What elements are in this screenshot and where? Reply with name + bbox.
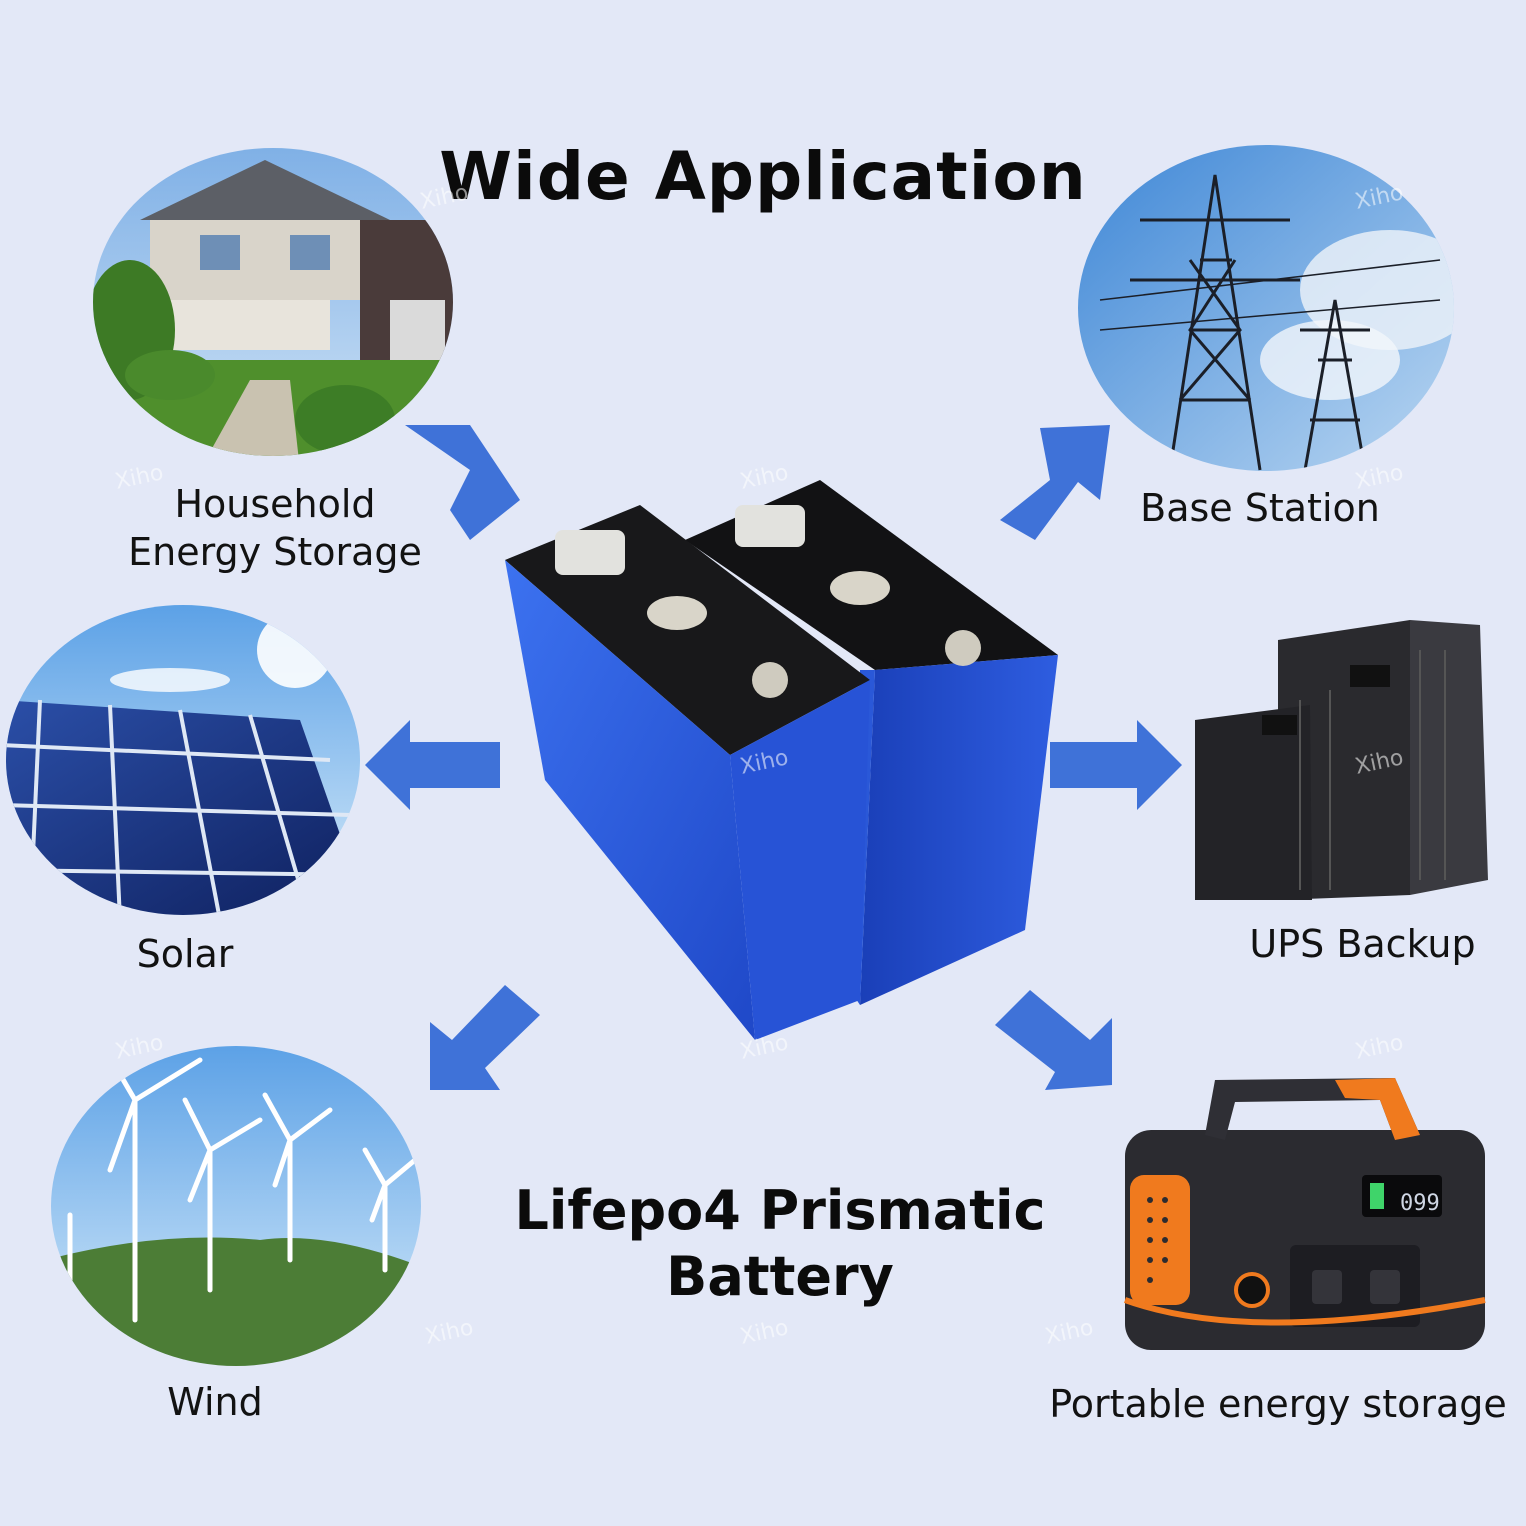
solar-label: Solar [136,932,234,976]
household-label-line2: Energy Storage [128,530,422,574]
svg-text:099: 099 [1400,1191,1440,1216]
portable-energy-storage-label: Portable energy storage [1049,1382,1507,1426]
product-name-line1: Lifepo4 Prismatic [514,1179,1046,1242]
portable-power-station-image: 099 [1123,1078,1486,1350]
household-house-image [93,148,453,456]
lifepo4-battery-image [505,480,1058,1040]
ups-backup-label: UPS Backup [1249,922,1476,966]
arrows [365,425,1182,1090]
product-name-line2: Battery [666,1245,894,1308]
page-title: Wide Application [439,138,1087,215]
ups-cabinet-image [1195,620,1488,900]
base-station-label: Base Station [1140,486,1380,530]
wind-label: Wind [167,1380,263,1424]
wind-turbine-image [51,1046,421,1366]
base-station-tower-image [1078,145,1454,471]
household-energy-storage-label: Household Energy Storage [120,480,430,576]
household-label-line1: Household [174,482,376,526]
solar-panel-image [6,605,360,915]
product-name: Lifepo4 Prismatic Battery [440,1178,1120,1310]
